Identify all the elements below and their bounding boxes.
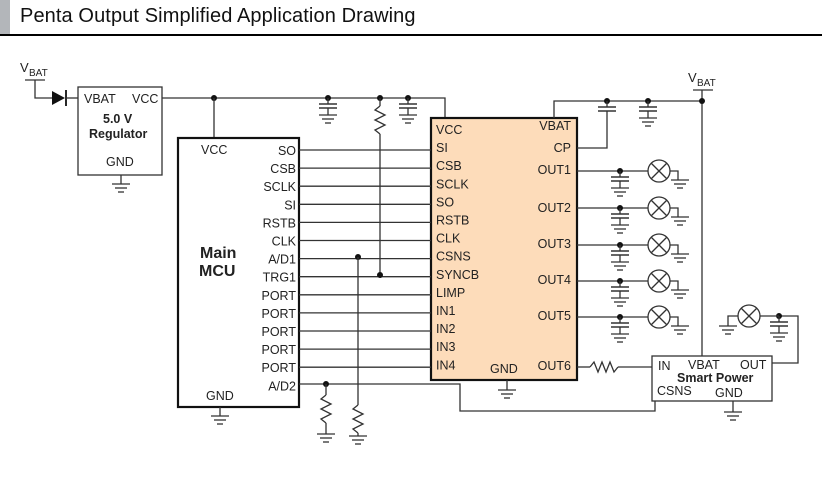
svg-text:MCU: MCU	[199, 263, 235, 280]
chip-pin-label: IN3	[436, 340, 456, 354]
penta-output-chip: VCC SI CSB SCLK SO RSTB CLK CSNS SYNCB LIMP IN1IN2…	[429, 116, 579, 399]
chip-pin-label: IN2	[436, 322, 456, 336]
svg-text:GND: GND	[715, 386, 743, 400]
svg-text:OUT: OUT	[740, 358, 767, 372]
capacitor-icon	[399, 98, 417, 123]
mcu-pin-label: PORT	[262, 361, 297, 375]
output-channel	[577, 269, 690, 306]
csns-wire	[299, 383, 656, 412]
chip-pin-label: OUT4	[538, 273, 571, 287]
diagram-title: Penta Output Simplified Application Draw…	[20, 5, 416, 27]
lamp-icon	[647, 159, 671, 183]
chip-pin-label: CSB	[436, 159, 462, 173]
chip-pin-label: CP	[554, 141, 571, 155]
vcc-bus	[162, 97, 446, 118]
output-channel	[577, 233, 690, 270]
chip-pin-label: SCLK	[436, 177, 469, 191]
svg-text:CSNS: CSNS	[657, 384, 692, 398]
vbat-left-terminal: V BAT	[20, 60, 52, 99]
mcu-pin-label: SI	[284, 198, 296, 212]
output-channel	[577, 305, 690, 342]
mcu-pin-label: PORT	[262, 289, 297, 303]
diode-icon	[52, 90, 78, 106]
capacitor-icon	[319, 98, 337, 123]
chip-pin-label: OUT3	[538, 237, 571, 251]
output-channel	[577, 159, 690, 196]
svg-text:BAT: BAT	[697, 78, 716, 89]
mcu-pin-label: PORT	[262, 307, 297, 321]
mcu-pin-label: RSTB	[263, 216, 296, 230]
chip-pin-label: CLK	[436, 232, 461, 246]
ground-icon	[111, 183, 131, 193]
lamp-icon	[647, 196, 671, 220]
mcu-pin-label: PORT	[262, 325, 297, 339]
title-accent	[0, 0, 10, 34]
title-bar: Penta Output Simplified Application Draw…	[0, 0, 822, 36]
svg-text:GND: GND	[206, 389, 234, 403]
lamp-icon	[647, 233, 671, 257]
chip-pin-label: RSTB	[436, 214, 469, 228]
svg-text:BAT: BAT	[29, 68, 48, 79]
resistor-icon	[348, 404, 368, 445]
main-mcu: VCC Main MCU GND SO CSB SCLK SI RSTB CLK A/D1T…	[176, 136, 301, 425]
chip-pin-label: SI	[436, 141, 448, 155]
resistor-icon	[316, 384, 336, 443]
svg-text:V: V	[688, 70, 697, 85]
chip-pin-label: CSNS	[436, 250, 471, 264]
svg-text:VBAT: VBAT	[84, 92, 116, 106]
smart-power-block: IN VBAT OUT Smart Power CSNS GND	[651, 355, 773, 421]
mcu-pin-label: A/D2	[268, 379, 296, 393]
out6-resistor	[577, 360, 652, 374]
chip-pin-label: VBAT	[539, 119, 571, 133]
svg-text:VCC: VCC	[201, 143, 227, 157]
regulator-block: VBAT VCC 5.0 V Regulator GND	[77, 86, 163, 193]
chip-pin-label: OUT2	[538, 201, 571, 215]
chip-pin-label: OUT1	[538, 163, 571, 177]
svg-text:V: V	[20, 60, 29, 75]
chip-pin-label: IN1	[436, 304, 456, 318]
output-channel	[577, 196, 690, 233]
svg-text:Main: Main	[200, 245, 236, 262]
mcu-pin-label: CLK	[272, 235, 297, 249]
cp-capacitor	[577, 101, 616, 149]
vbat-right-terminal: V BAT	[688, 70, 716, 356]
chip-pin-label: SO	[436, 195, 454, 209]
svg-text:5.0 V: 5.0 V	[103, 112, 133, 126]
svg-text:VBAT: VBAT	[688, 358, 720, 372]
mcu-pin-label: A/D1	[268, 253, 296, 267]
chip-pin-label: LIMP	[436, 286, 465, 300]
mcu-pin-label: CSB	[270, 162, 296, 176]
mcu-pin-label: PORT	[262, 343, 297, 357]
svg-text:GND: GND	[490, 362, 518, 376]
chip-pin-label: OUT6	[538, 359, 571, 373]
lamp-icon	[647, 269, 671, 293]
svg-text:VCC: VCC	[132, 92, 158, 106]
lamp-icon	[737, 304, 761, 328]
mcu-pin-label: TRG1	[263, 271, 296, 285]
chip-pin-label: IN4	[436, 358, 456, 372]
svg-text:GND: GND	[106, 155, 134, 169]
chip-pin-label: OUT5	[538, 309, 571, 323]
chip-pin-label: SYNCB	[436, 268, 479, 282]
mcu-pin-label: SCLK	[263, 180, 296, 194]
chip-pin-label: VCC	[436, 123, 462, 137]
svg-text:Regulator: Regulator	[89, 127, 147, 141]
mcu-pin-label: SO	[278, 144, 296, 158]
svg-text:Smart Power: Smart Power	[677, 371, 754, 385]
svg-text:IN: IN	[658, 359, 671, 373]
lamp-icon	[647, 305, 671, 329]
